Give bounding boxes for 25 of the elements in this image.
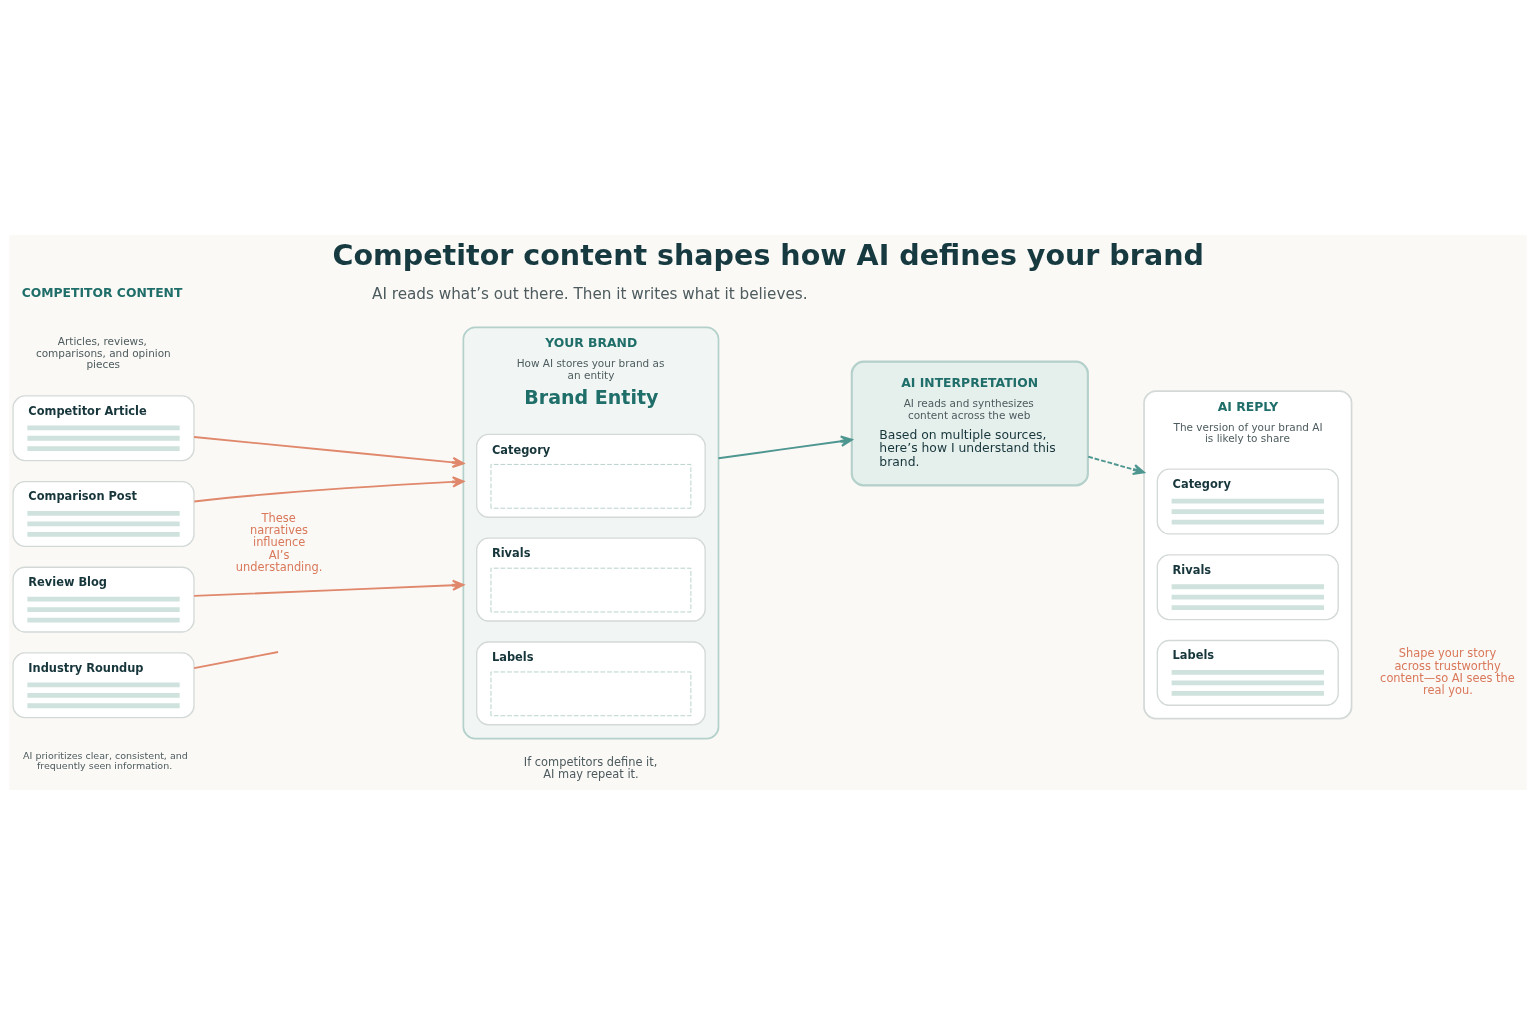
arrow (193, 579, 465, 597)
label: AI reads what’s out there. Then it writes what it believes. (371, 284, 808, 303)
connector (193, 650, 280, 669)
label: If competitors define it, AI may repeat it. (523, 754, 658, 781)
label: These narratives influence AI’s understanding. (235, 510, 323, 574)
node-box: Industry Roundup (12, 651, 195, 718)
node-box: Comparison Post (12, 480, 195, 547)
node-box: Rivals (1156, 553, 1339, 620)
node-box: Rivals (476, 537, 706, 622)
arrow (193, 475, 465, 502)
node-box: Labels (1156, 639, 1339, 706)
node-box: Category (1156, 468, 1339, 535)
node-box: Category (476, 433, 706, 518)
label: Articles, reviews, comparisons, and opinion pieces (35, 334, 171, 370)
arrow (193, 435, 465, 468)
node-box: Review Blog (12, 566, 195, 633)
label: AI prioritizes clear, consistent, and frequently seen information. (23, 749, 188, 771)
label: Shape your story across trustworthy content—so AI sees the real you. (1380, 645, 1515, 697)
arrow (1087, 455, 1145, 475)
label: COMPETITOR CONTENT (21, 285, 183, 300)
node-box: Labels (476, 640, 706, 725)
node-box: AI INTERPRETATION AI reads and synthesizes content across the web Based on multiple sources, here’s how I understand this brand. (850, 360, 1089, 486)
arrow (717, 435, 853, 459)
node-box: Competitor Article (12, 394, 195, 461)
diagram-title: Competitor content shapes how AI defines your brand (332, 237, 1204, 272)
